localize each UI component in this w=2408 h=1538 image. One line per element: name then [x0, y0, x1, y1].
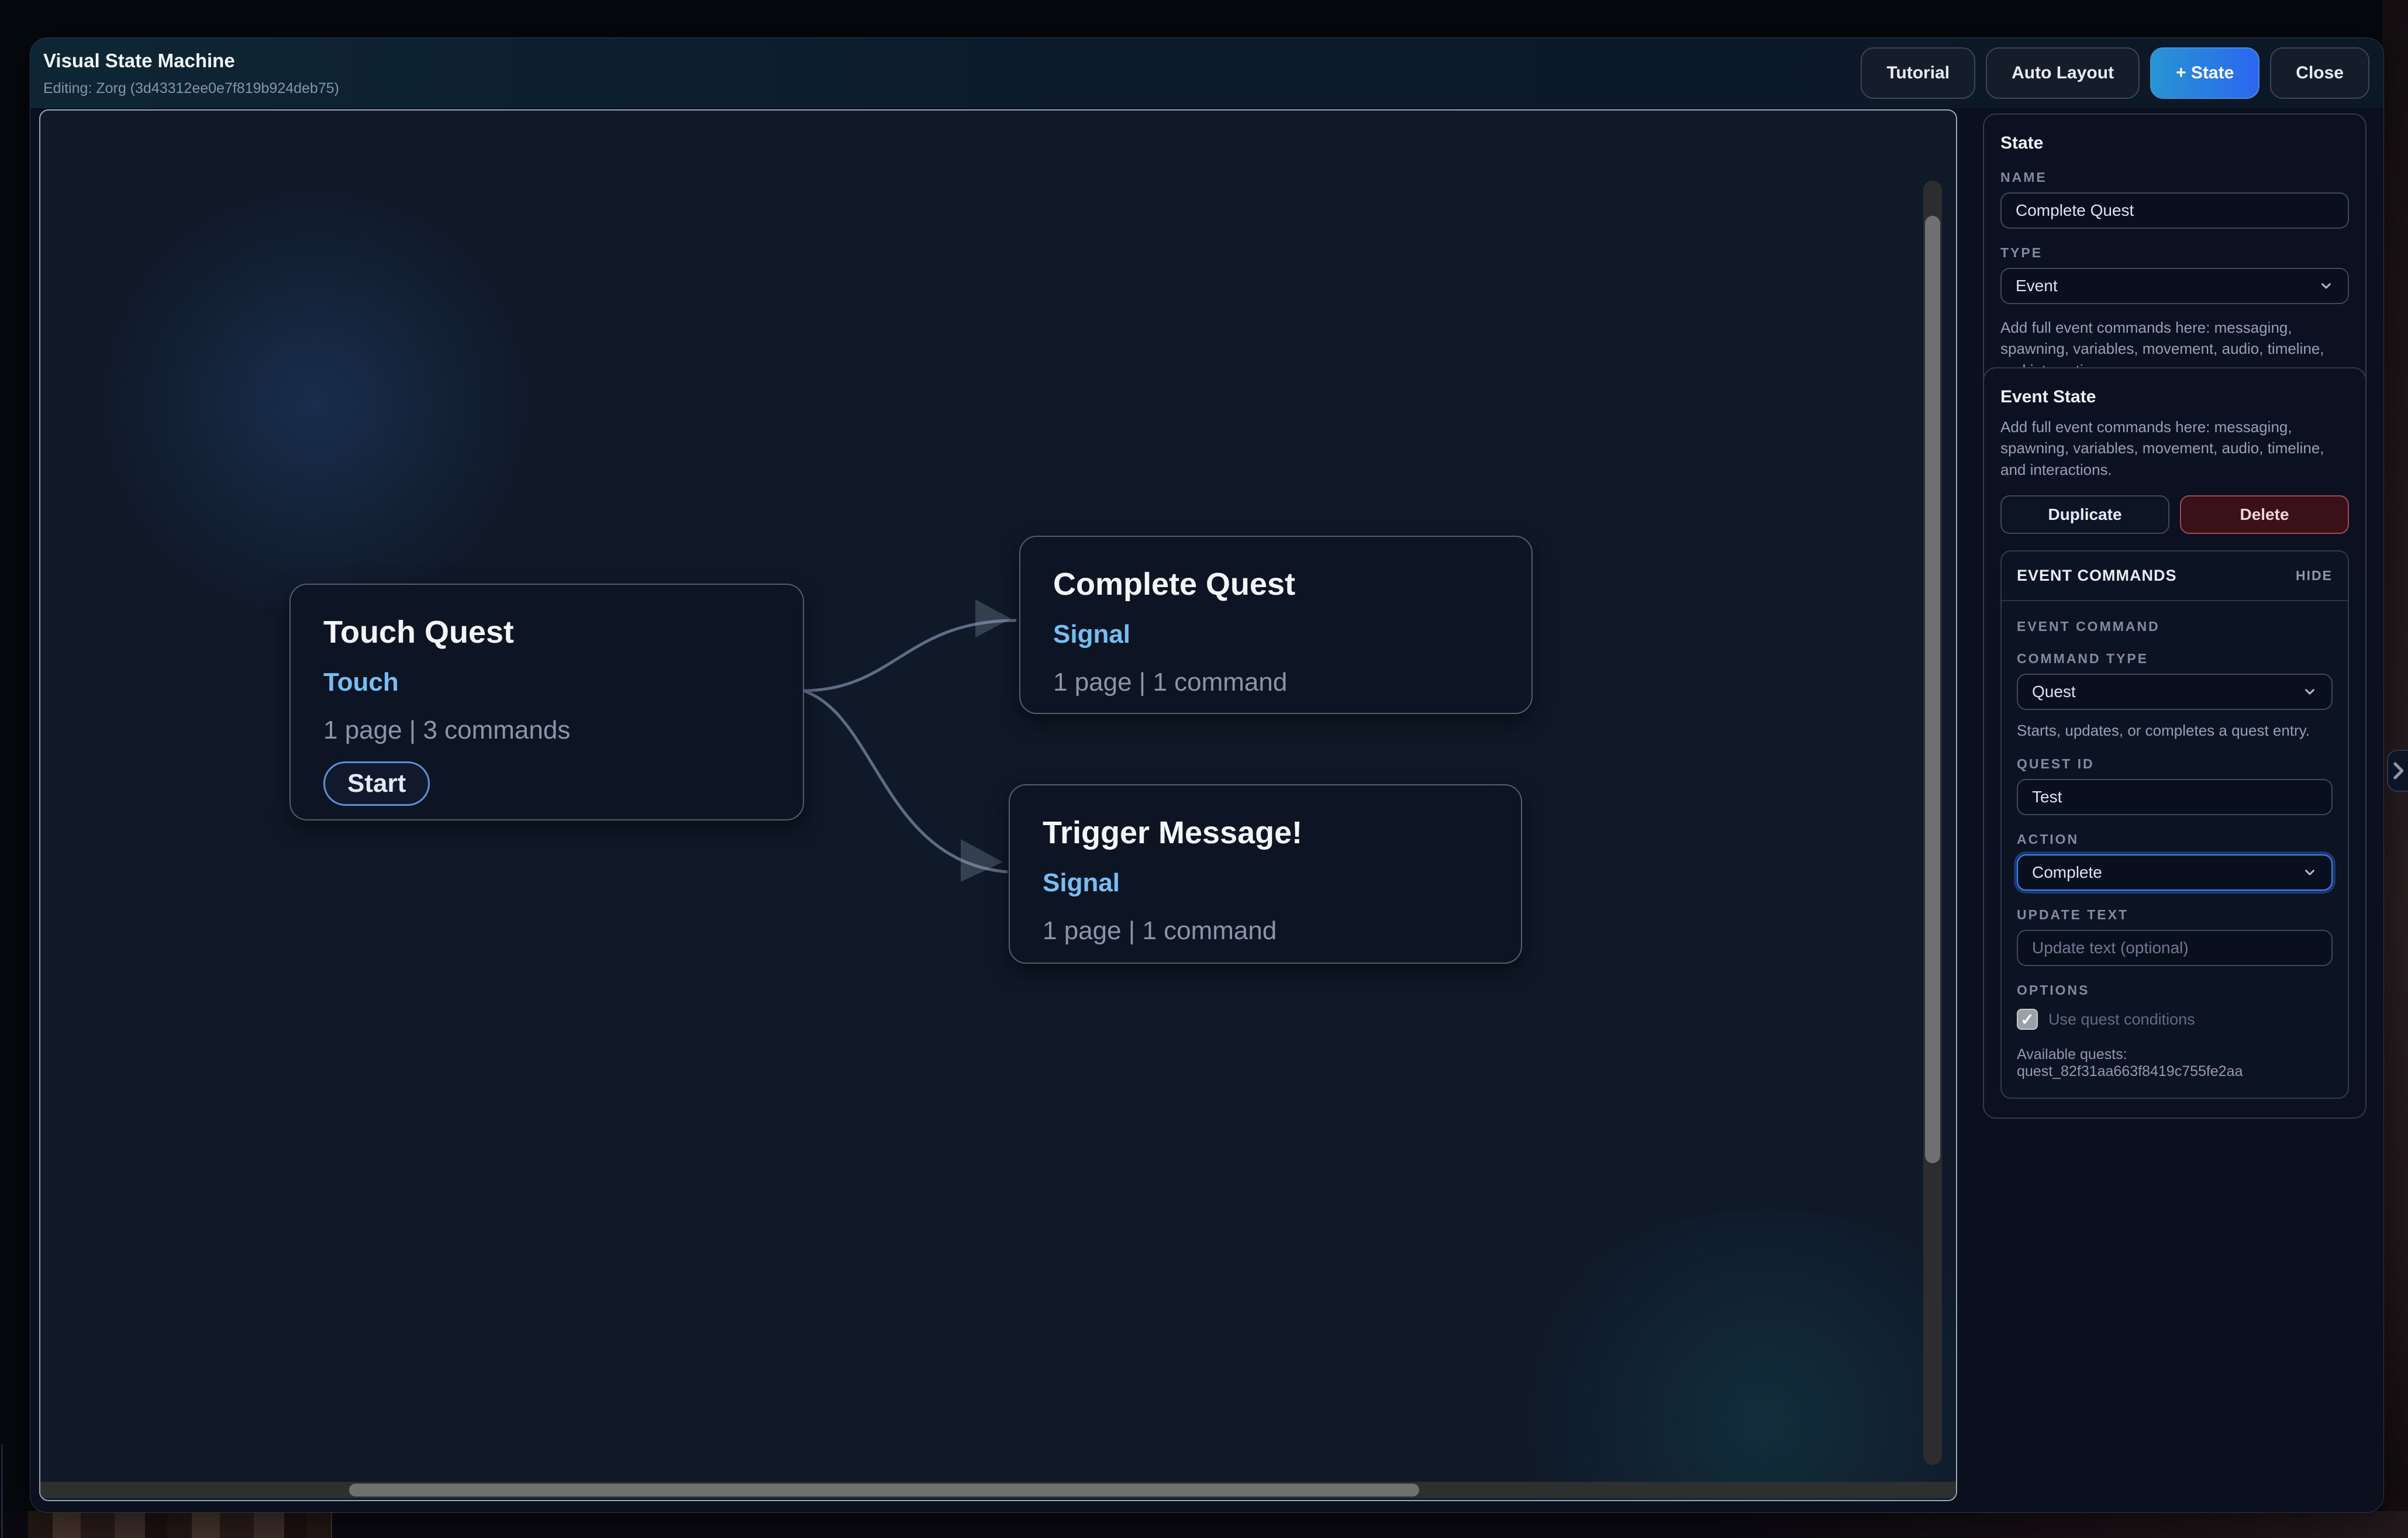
node-title: Complete Quest — [1053, 567, 1296, 602]
command-type-help: Starts, updates, or completes a quest en… — [2017, 722, 2310, 740]
header-titles: Visual State Machine Editing: Zorg (3d43… — [43, 50, 339, 97]
event-command-label: EVENT COMMAND — [2017, 619, 2160, 634]
state-node-trigger-message[interactable]: Trigger Message! Signal 1 page | 1 comma… — [1009, 784, 1522, 964]
event-commands-body: EVENT COMMAND COMMAND TYPE Quest Starts,… — [2002, 601, 2348, 1098]
event-state-card: Event State Add full event commands here… — [1983, 367, 2366, 1119]
start-state-badge: Start — [323, 761, 430, 806]
visual-state-machine-modal: Visual State Machine Editing: Zorg (3d43… — [30, 37, 2384, 1513]
state-node-touch-quest[interactable]: Touch Quest Touch 1 page | 3 commands St… — [289, 584, 804, 820]
node-title: Trigger Message! — [1043, 815, 1303, 850]
node-meta: 1 page | 1 command — [1043, 916, 1277, 945]
quest-conditions-checkbox[interactable]: ✓ — [2017, 1009, 2038, 1030]
vertical-scrollbar-track[interactable] — [1923, 181, 1942, 1465]
quest-id-label: QUEST ID — [2017, 756, 2095, 772]
header-buttons: Tutorial Auto Layout + State Close — [1861, 47, 2369, 99]
auto-layout-button[interactable]: Auto Layout — [1986, 47, 2140, 99]
tutorial-button[interactable]: Tutorial — [1861, 47, 1976, 99]
chevron-down-icon — [2305, 870, 2314, 875]
panel-collapse-button[interactable] — [2387, 750, 2408, 792]
arrowhead-trigger-icon — [961, 839, 1003, 882]
editing-subtitle: Editing: Zorg (3d43312ee0e7f819b924deb75… — [43, 80, 339, 96]
quest-conditions-option: ✓ Use quest conditions — [2017, 1009, 2333, 1030]
name-label: NAME — [2000, 170, 2047, 185]
hide-toggle[interactable]: HIDE — [2296, 568, 2333, 584]
command-type-value: Quest — [2032, 682, 2076, 701]
node-meta: 1 page | 1 command — [1053, 668, 1288, 696]
state-type-value: Event — [2016, 277, 2058, 295]
page-title: Visual State Machine — [43, 49, 235, 71]
update-text-input[interactable] — [2017, 930, 2333, 967]
event-state-actions: Duplicate Delete — [2000, 495, 2349, 534]
state-node-complete-quest[interactable]: Complete Quest Signal 1 page | 1 command — [1019, 536, 1533, 714]
inspector-panel: State NAME TYPE Event Add full event com… — [1983, 38, 2366, 1512]
quest-conditions-label: Use quest conditions — [2048, 1010, 2195, 1028]
horizontal-scrollbar-track[interactable] — [40, 1482, 1956, 1498]
event-commands-section: EVENT COMMANDS HIDE EVENT COMMAND COMMAN… — [2000, 550, 2349, 1099]
command-type-label: COMMAND TYPE — [2017, 651, 2149, 667]
edge-touch-to-complete — [802, 619, 1017, 692]
node-type-label: Signal — [1053, 620, 1131, 649]
action-select[interactable]: Complete — [2017, 854, 2333, 891]
command-type-select[interactable]: Quest — [2017, 674, 2333, 711]
node-meta: 1 page | 3 commands — [323, 716, 571, 744]
delete-button[interactable]: Delete — [2180, 495, 2349, 534]
state-type-select[interactable]: Event — [2000, 268, 2349, 304]
event-state-description: Add full event commands here: messaging,… — [2000, 418, 2324, 478]
connection-edges — [802, 599, 1017, 882]
update-text-label: UPDATE TEXT — [2017, 907, 2129, 923]
state-name-input[interactable] — [2000, 192, 2349, 229]
horizontal-scrollbar-thumb[interactable] — [349, 1484, 1419, 1496]
quest-id-input[interactable] — [2017, 779, 2333, 816]
type-label: TYPE — [2000, 245, 2043, 260]
available-quests-text: Available quests: quest_82f31aa663f8419c… — [2017, 1046, 2243, 1080]
backdrop-left-edge-line — [1, 1444, 3, 1538]
chevron-right-icon — [2393, 762, 2404, 780]
node-title: Touch Quest — [323, 615, 515, 650]
node-type-label: Signal — [1043, 868, 1120, 897]
modal-header: Visual State Machine Editing: Zorg (3d43… — [30, 38, 2383, 108]
close-button[interactable]: Close — [2270, 47, 2369, 99]
node-type-label: Touch — [323, 668, 399, 696]
options-label: OPTIONS — [2017, 982, 2090, 998]
state-card-heading: State — [2000, 133, 2044, 153]
backdrop-wood-stripes — [28, 1511, 332, 1538]
vertical-scrollbar-thumb[interactable] — [1925, 216, 1940, 1163]
event-state-heading: Event State — [2000, 387, 2096, 406]
duplicate-button[interactable]: Duplicate — [2000, 495, 2169, 534]
chevron-down-icon — [2321, 283, 2331, 289]
state-machine-canvas[interactable]: Touch Quest Touch 1 page | 3 commands St… — [39, 109, 1957, 1501]
event-commands-header: EVENT COMMANDS HIDE — [2002, 551, 2348, 602]
add-state-button[interactable]: + State — [2150, 47, 2260, 99]
action-value: Complete — [2032, 863, 2102, 882]
backdrop-bottom-right — [1706, 1511, 2408, 1538]
edge-touch-to-trigger — [802, 689, 1008, 874]
arrowhead-complete-icon — [975, 599, 1011, 637]
chevron-down-icon — [2305, 689, 2314, 695]
event-commands-title: EVENT COMMANDS — [2017, 567, 2177, 585]
action-label: ACTION — [2017, 832, 2079, 847]
backdrop-bottom-strip — [0, 1511, 2408, 1538]
